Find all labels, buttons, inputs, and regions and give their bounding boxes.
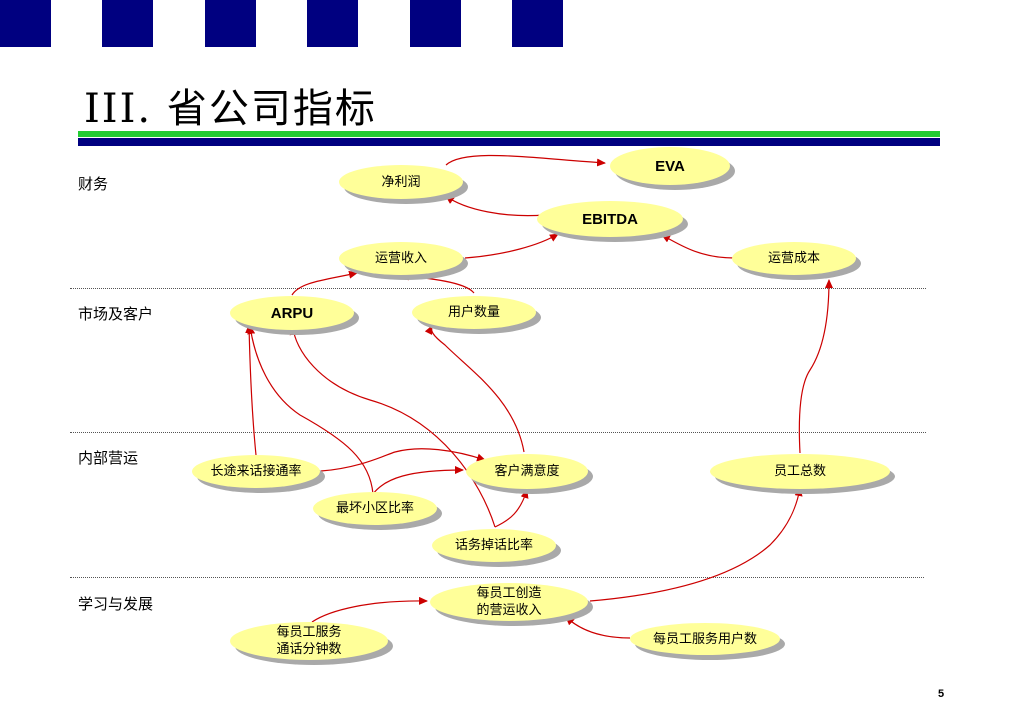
node-revenue-per-staff: 每员工创造 的营运收入	[430, 583, 588, 621]
node-users-per-staff: 每员工服务用户数	[630, 623, 780, 655]
node-net-profit: 净利润	[339, 165, 463, 199]
arrow-arpu-oprevenue	[291, 270, 358, 296]
page-number: 5	[938, 688, 945, 700]
arrow-revperstaff-stafftotal	[589, 487, 803, 602]
node-satisfaction: 客户满意度	[466, 454, 588, 489]
arrow-ebitda-netprofit	[445, 195, 546, 217]
header-deco-square	[205, 0, 256, 47]
node-staff-total: 员工总数	[710, 454, 890, 489]
arrow-worstcell-arpu	[247, 325, 374, 495]
category-learning-growth: 学习与发展	[78, 595, 154, 613]
arrow-oprevenue-ebitda	[464, 233, 559, 259]
title-underline-green	[78, 131, 940, 137]
arrow-stafftotal-opcost	[798, 279, 833, 454]
header-deco-square	[512, 0, 563, 47]
header-deco-square	[102, 0, 153, 47]
node-revenue-per-staff-label: 每员工创造 的营运收入	[476, 586, 542, 618]
category-internal-ops: 内部营运	[78, 449, 139, 467]
arrow-opcost-ebitda	[661, 234, 735, 259]
node-arpu: ARPU	[230, 296, 354, 330]
arrow-satisfaction-usercount	[424, 325, 525, 453]
header-deco-square	[0, 0, 51, 47]
node-ebitda: EBITDA	[537, 201, 683, 237]
header-deco-square	[410, 0, 461, 47]
arrow-minperstaff-revperstaff	[311, 596, 428, 623]
arrow-ldconnect-satisfaction	[320, 448, 486, 472]
title-underline-navy	[78, 138, 940, 146]
arrow-droprate-satisfaction	[494, 489, 529, 528]
node-worst-cell-rate: 最坏小区比率	[313, 492, 437, 525]
arrow-usersperstaff-revperstaff	[565, 616, 631, 639]
row-separator	[70, 288, 926, 289]
node-eva: EVA	[610, 147, 730, 185]
header-deco-square	[307, 0, 358, 47]
node-minutes-per-staff-label: 每员工服务 通话分钟数	[276, 625, 342, 657]
arrow-droprate-arpu	[289, 326, 496, 528]
node-drop-rate: 话务掉话比率	[432, 529, 556, 562]
node-user-count: 用户数量	[412, 296, 536, 329]
arrow-worstcell-satisfaction	[372, 466, 464, 495]
node-op-revenue: 运营收入	[339, 242, 463, 275]
arrow-ldconnect-arpu	[245, 324, 257, 456]
slide-title: III. 省公司指标	[84, 86, 377, 132]
category-finance: 财务	[78, 175, 109, 193]
row-separator	[70, 432, 926, 433]
arrow-netprofit-eva	[445, 154, 606, 167]
category-market-customer: 市场及客户	[78, 305, 154, 323]
arrow-usercount-oprevenue	[400, 272, 475, 294]
node-minutes-per-staff: 每员工服务 通话分钟数	[230, 622, 388, 660]
node-op-cost: 运营成本	[732, 242, 856, 275]
node-ld-connect-rate: 长途来话接通率	[192, 455, 320, 488]
row-separator	[70, 577, 924, 578]
